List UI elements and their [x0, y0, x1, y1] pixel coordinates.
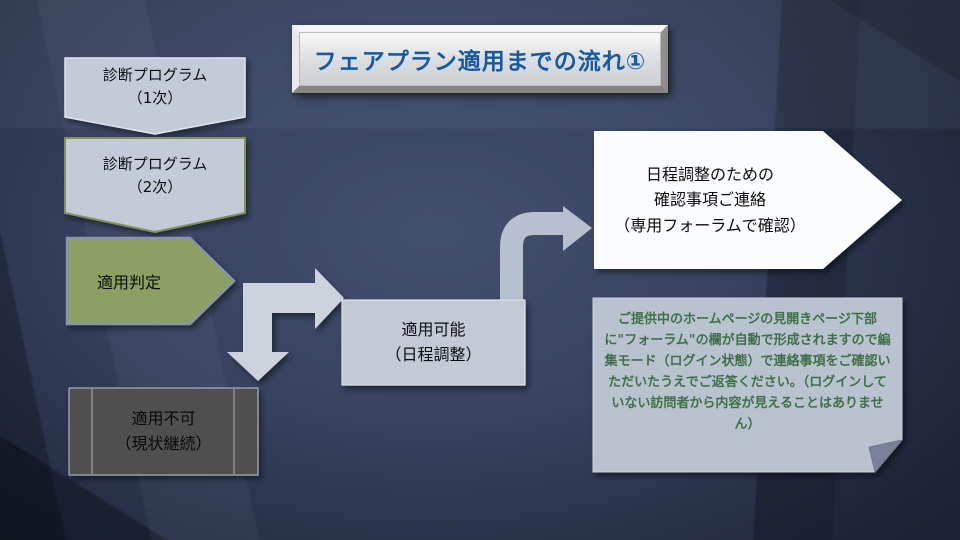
branch-arrow — [227, 268, 344, 381]
curved-arrow-head — [563, 206, 592, 251]
note-text: ご提供中のホームページの見開きページ下部に"フォーラム"の欄が自動で形成されます… — [604, 312, 891, 433]
step-applicable-label: 適用可能 （日程調整） — [385, 319, 482, 364]
step-applicable-box — [341, 299, 526, 386]
step-judgement-label: 適用判定 — [96, 273, 161, 292]
step-judgement-arrow — [65, 236, 236, 326]
step-not-applicable-label: 適用不可 （現状継続） — [115, 408, 212, 453]
step-diagnosis-2-label: 診断プログラム （2次） — [102, 155, 208, 196]
step-contact-label: 日程調整のための 確認事項ご連絡 （専用フォーラムで確認） — [614, 164, 806, 235]
curved-arrow — [500, 206, 592, 302]
step-contact-arrow — [594, 131, 902, 269]
step-diagnosis-2-shape — [64, 137, 246, 234]
step-diagnosis-1-shape — [64, 57, 246, 135]
note-box — [592, 297, 904, 473]
page-title: フェアプラン適用までの流れ① — [313, 49, 647, 75]
note-fold — [868, 439, 904, 473]
step-diagnosis-1-label: 診断プログラム （1次） — [102, 66, 208, 107]
title-box: フェアプラン適用までの流れ① — [292, 25, 668, 93]
step-not-applicable-box — [68, 387, 259, 476]
